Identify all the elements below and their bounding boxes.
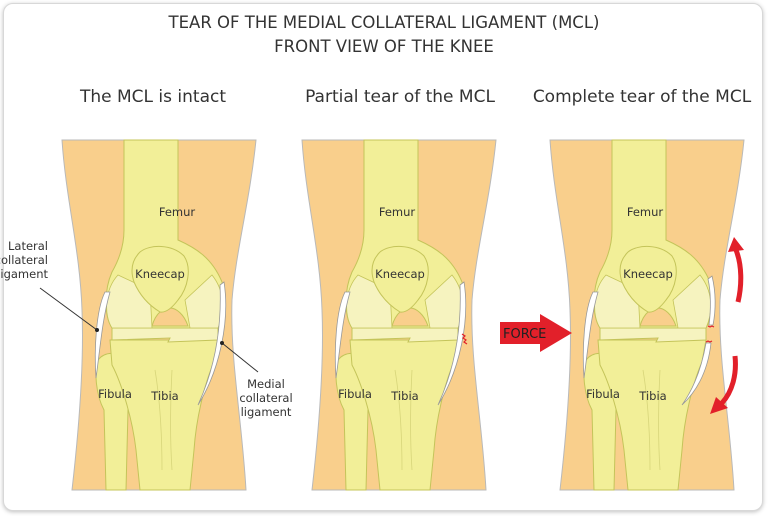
partial-tear-mark [461, 333, 468, 345]
knee-illustration [301, 139, 497, 491]
fibula-label: Fibula [338, 387, 372, 401]
femur-label: Femur [627, 205, 664, 219]
panel-heading: The MCL is intact [79, 87, 226, 107]
femur-label: Femur [379, 205, 416, 219]
lateral-ligament [334, 291, 351, 379]
medial-ligament-upper [707, 275, 716, 326]
svg-text:Lateral: Lateral [8, 239, 48, 253]
panel-heading: Complete tear of the MCL [533, 87, 752, 107]
medial-ligament-callout: Medial collateral ligament [220, 341, 293, 419]
panel-complete-tear: Complete tear of the MCL Femur Kneecap F… [500, 87, 752, 491]
panel-partial-tear: Partial tear of the MCL Femur Kneecap Fi… [301, 87, 497, 491]
panel-intact: The MCL is intact Femur Kneecap Fibula T… [0, 87, 293, 491]
fibula-label: Fibula [586, 387, 620, 401]
downward-curved-arrow-icon [710, 355, 738, 414]
tibia-label: Tibia [390, 389, 418, 403]
kneecap-label: Kneecap [375, 267, 425, 281]
svg-text:Medial: Medial [247, 377, 285, 391]
medial-ligament [437, 281, 467, 406]
panel-heading: Partial tear of the MCL [305, 87, 495, 107]
svg-text:collateral: collateral [0, 253, 48, 267]
medial-ligament-lower [681, 342, 712, 406]
force-label: FORCE [503, 327, 546, 342]
lateral-ligament [94, 291, 111, 379]
svg-text:ligament: ligament [0, 267, 48, 281]
kneecap-label: Kneecap [623, 267, 673, 281]
tibia-label: Tibia [150, 389, 178, 403]
kneecap-label: Kneecap [135, 267, 185, 281]
tibia-label: Tibia [638, 389, 666, 403]
femur-label: Femur [159, 205, 196, 219]
title-line-2: FRONT VIEW OF THE KNEE [274, 37, 494, 56]
fibula-label: Fibula [98, 387, 132, 401]
upward-curved-arrow-icon [728, 237, 744, 303]
knee-illustration [61, 139, 257, 491]
svg-text:ligament: ligament [241, 405, 292, 419]
force-arrow-icon: FORCE [500, 314, 572, 352]
lateral-ligament [582, 291, 599, 379]
lateral-ligament-callout: Lateral collateral ligament [0, 239, 99, 332]
svg-text:collateral: collateral [239, 391, 292, 405]
title-line-1: TEAR OF THE MEDIAL COLLATERAL LIGAMENT (… [168, 13, 600, 32]
complete-tear-mark [705, 325, 715, 343]
